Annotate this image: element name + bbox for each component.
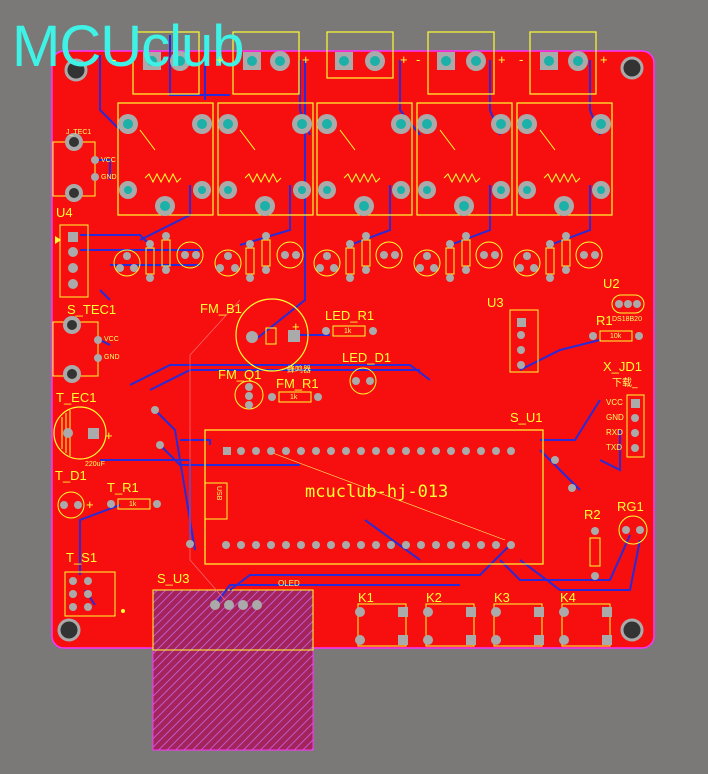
- oled-pads: [210, 600, 262, 610]
- u3-header: [509, 309, 539, 373]
- label-cap-plus: +: [105, 428, 113, 443]
- led-d1: [349, 367, 377, 395]
- label-s-tec1: S_TEC1: [67, 302, 117, 317]
- label-j-tec1-vcc: VCC: [101, 157, 116, 164]
- fm-b1-buzzer: [235, 298, 309, 372]
- label-oled: OLED: [278, 579, 300, 588]
- terminal3-plus: +: [400, 52, 408, 67]
- label-s-u3: S_U3: [157, 571, 190, 586]
- label-led-r1-value: 1k: [344, 328, 352, 335]
- label-j-tec1-gnd: GND: [101, 174, 117, 181]
- button-pads: [355, 607, 612, 645]
- label-r2: R2: [584, 507, 601, 522]
- label-j-tec1: J_TEC1: [66, 129, 92, 136]
- terminal4-minus: -: [416, 52, 421, 67]
- label-t-d1: T_D1: [55, 468, 87, 483]
- t-ec1-capacitor: [53, 406, 107, 460]
- label-xjd-gnd: GND: [606, 413, 624, 422]
- label-fm-b1: FM_B1: [200, 301, 242, 316]
- label-s-tec1-gnd: GND: [104, 354, 120, 361]
- label-rg1: RG1: [617, 499, 644, 514]
- fm-q1-fm-r1: [234, 380, 322, 410]
- board-outline: [51, 50, 655, 649]
- board-title: mcuclub-hj-013: [305, 482, 449, 502]
- label-t-s1: T_S1: [66, 550, 98, 565]
- label-usb: USB: [215, 486, 222, 501]
- led-r1-resistor: [322, 325, 377, 337]
- r1-resistor: [589, 330, 643, 342]
- label-xiazai: 下载_: [612, 378, 638, 389]
- label-r1-value: 10k: [610, 333, 622, 340]
- rg1-photoresistor: [618, 515, 648, 545]
- label-k3: K3: [494, 590, 510, 605]
- label-t-r1: T_R1: [107, 480, 139, 495]
- terminal1-minus: -: [112, 52, 117, 67]
- terminal2-plus: +: [302, 52, 310, 67]
- label-r1: R1: [596, 313, 613, 328]
- label-xjd-txd: TXD: [606, 443, 622, 452]
- label-buzzer-cn: 蜂鸣器: [287, 365, 311, 374]
- x-jd1-header: [626, 394, 645, 458]
- label-xjd-rxd: RXD: [606, 428, 623, 437]
- label-u4: U4: [56, 205, 73, 220]
- oled-ribbon: [152, 589, 314, 751]
- label-buzzer-plus: +: [292, 319, 300, 334]
- label-u3: U3: [487, 295, 504, 310]
- label-ds18b20: DS18B20: [612, 316, 642, 323]
- misc-vias: [151, 406, 576, 548]
- label-k1: K1: [358, 590, 374, 605]
- t-r1-resistor: [107, 498, 161, 510]
- label-x-jd1: X_JD1: [603, 359, 643, 374]
- label-fm-r1-value: 1k: [290, 394, 298, 401]
- t-s1-switch: [64, 571, 125, 617]
- j-tec1-connector: [52, 133, 99, 202]
- relay-coil-zigzags: [139, 129, 581, 184]
- terminal4-plus: +: [498, 52, 506, 67]
- u4-header: [55, 224, 89, 298]
- label-xjd-vcc: VCC: [606, 398, 623, 407]
- terminal5-plus: +: [600, 52, 608, 67]
- label-u2: U2: [603, 276, 620, 291]
- label-fm-q1: FM_Q1: [218, 367, 262, 382]
- label-led-r1: LED_R1: [325, 308, 375, 323]
- label-cap-value: 220uF: [85, 461, 105, 468]
- label-led-d1: LED_D1: [342, 350, 392, 365]
- mcuclub-logo: MCUclub: [12, 14, 244, 79]
- label-k2: K2: [426, 590, 442, 605]
- oled-body: [152, 589, 314, 651]
- label-s-tec1-vcc: VCC: [104, 336, 119, 343]
- push-buttons: [357, 603, 611, 647]
- label-t-ec1: T_EC1: [56, 390, 97, 405]
- terminal-pads: [143, 51, 588, 71]
- relay-pad-holes: [123, 119, 606, 211]
- r2-resistor: [589, 527, 601, 580]
- s-u1-pin-rows: [222, 447, 515, 549]
- t-d1-led: [57, 491, 85, 519]
- terminal1-plus: +: [216, 52, 224, 67]
- label-fm-r1: FM_R1: [276, 376, 319, 391]
- s-tec1-connector: [52, 316, 102, 383]
- u2-sensor: [611, 294, 645, 314]
- label-s-u1: S_U1: [510, 410, 543, 425]
- driver-pads: [116, 232, 599, 282]
- terminal5-minus: -: [519, 52, 524, 67]
- label-k4: K4: [560, 590, 576, 605]
- label-t-r1-value: 1k: [129, 501, 137, 508]
- pour-outline: [189, 299, 241, 601]
- screw-terminals: [132, 31, 597, 95]
- s-u1-mcu-module: [204, 429, 544, 565]
- mounting-holes: [57, 56, 644, 642]
- label-t-d1-plus: +: [86, 497, 94, 512]
